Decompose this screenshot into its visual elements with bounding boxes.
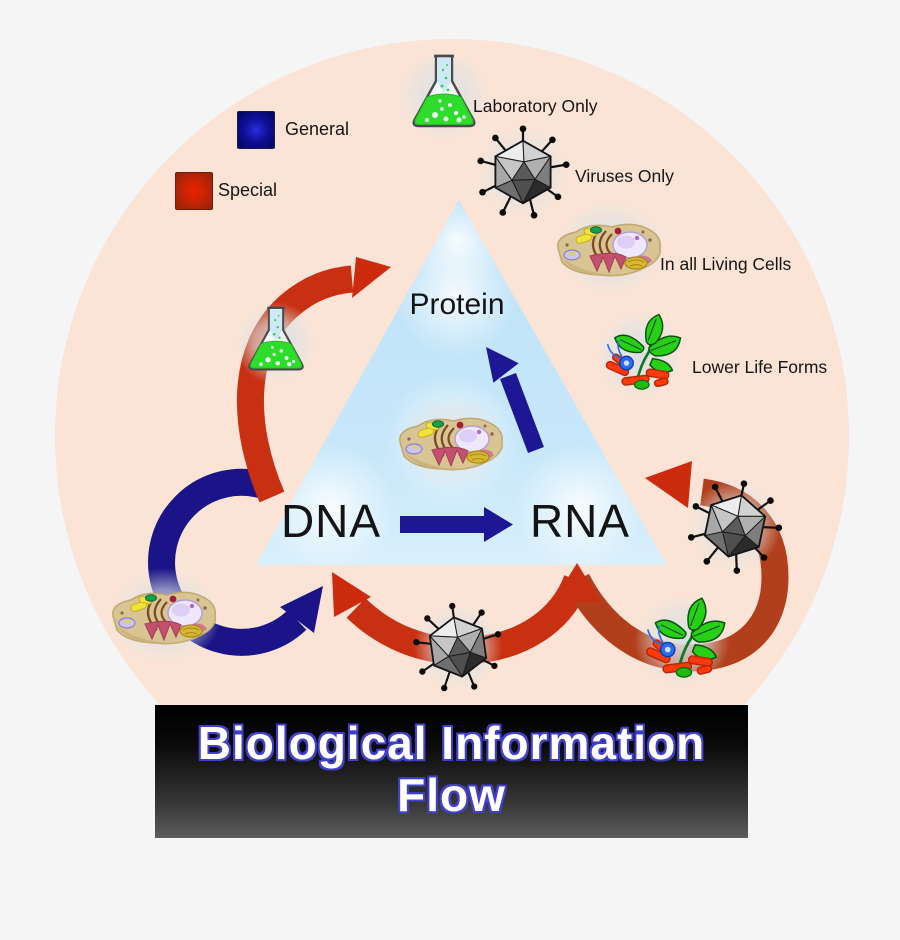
cell-icon bbox=[552, 198, 668, 298]
legend-general-label: General bbox=[285, 119, 350, 139]
viruses-only-label: Viruses Only bbox=[575, 166, 674, 186]
rna-to-protein-arrow bbox=[486, 347, 544, 454]
legend-special-swatch bbox=[175, 172, 213, 210]
virus-icon bbox=[475, 124, 571, 220]
title-banner: Biological Information Flow bbox=[155, 705, 748, 838]
plant-icon bbox=[633, 592, 731, 690]
rna-node-label: RNA bbox=[529, 495, 631, 547]
legend-general-swatch bbox=[237, 111, 275, 149]
flask-icon bbox=[233, 300, 319, 386]
dna-node-label: DNA bbox=[280, 495, 382, 547]
in-all-living-cells-label: In all Living Cells bbox=[660, 254, 792, 274]
laboratory-only-label: Laboratory Only bbox=[473, 96, 598, 116]
lower-life-forms-label: Lower Life Forms bbox=[692, 357, 828, 377]
diagram-title-line1: Biological Information bbox=[197, 717, 706, 769]
cell-icon bbox=[107, 566, 223, 666]
diagram-title-line2: Flow bbox=[397, 769, 506, 821]
protein-node-label: Protein bbox=[409, 288, 505, 321]
plant-icon bbox=[593, 308, 687, 402]
virus-icon bbox=[407, 595, 510, 699]
legend-special-label: Special bbox=[218, 180, 278, 200]
dna-to-rna-arrow bbox=[400, 507, 513, 542]
cell-icon bbox=[394, 392, 510, 492]
